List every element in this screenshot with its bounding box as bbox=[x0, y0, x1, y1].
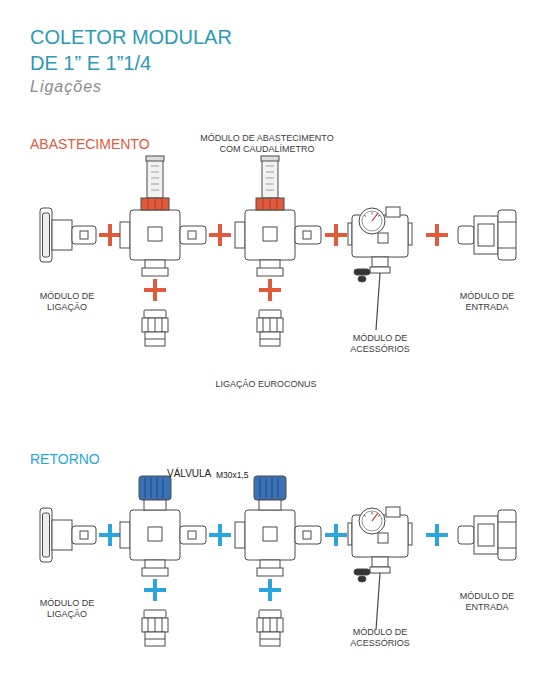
part-label: LIGAÇÃO EUROCONUS bbox=[186, 379, 346, 390]
part-label: MÓDULO DE ABASTECIMENTO COM CAUDALÍMETRO bbox=[191, 133, 343, 155]
plus-sign bbox=[426, 524, 448, 546]
part-label: MÓDULO DE ACESSÓRIOS bbox=[344, 333, 416, 355]
connection-module bbox=[40, 508, 96, 562]
valve-cap bbox=[139, 476, 171, 510]
plus-sign bbox=[325, 524, 347, 546]
part-label: MÓDULO DE ENTRADA bbox=[456, 591, 518, 613]
inlet-module bbox=[458, 510, 516, 560]
plus-sign bbox=[426, 224, 448, 246]
valve-body bbox=[235, 210, 321, 276]
valve-body bbox=[120, 210, 206, 276]
subtitle: Ligações bbox=[30, 78, 102, 96]
accessories-module bbox=[348, 507, 412, 630]
valve-body bbox=[120, 510, 206, 576]
plus-sign bbox=[144, 579, 166, 601]
plus-sign bbox=[325, 224, 347, 246]
valve-body bbox=[235, 510, 321, 576]
supply-row bbox=[40, 156, 516, 346]
valve-cap bbox=[254, 476, 286, 510]
flow-meter bbox=[256, 156, 284, 210]
part-label: MÓDULO DE LIGAÇÃO bbox=[36, 291, 98, 313]
euroconus-fitting bbox=[142, 310, 168, 346]
part-label: VÁLVULA bbox=[167, 468, 211, 479]
plus-sign bbox=[209, 524, 231, 546]
part-label: M30x1,5 bbox=[216, 470, 249, 480]
euroconus-fitting bbox=[257, 610, 283, 646]
diagram-title: COLETOR MODULAR DE 1” E 1”1/4 bbox=[30, 24, 258, 76]
plus-sign bbox=[99, 224, 121, 246]
part-label: MÓDULO DE LIGAÇÃO bbox=[36, 598, 98, 620]
return-row bbox=[40, 476, 516, 646]
connection-module bbox=[40, 208, 96, 262]
plus-sign bbox=[259, 279, 281, 301]
euroconus-fitting bbox=[257, 310, 283, 346]
part-label: MÓDULO DE ACESSÓRIOS bbox=[344, 627, 416, 649]
section-heading: RETORNO bbox=[30, 451, 100, 467]
accessories-module bbox=[348, 207, 412, 330]
plus-sign bbox=[144, 279, 166, 301]
section-heading: ABASTECIMENTO bbox=[30, 136, 150, 152]
part-label: MÓDULO DE ENTRADA bbox=[456, 291, 518, 313]
plus-sign bbox=[209, 224, 231, 246]
plus-sign bbox=[259, 579, 281, 601]
euroconus-fitting bbox=[142, 610, 168, 646]
flow-meter bbox=[141, 156, 169, 210]
plus-sign bbox=[99, 524, 121, 546]
inlet-module bbox=[458, 210, 516, 260]
